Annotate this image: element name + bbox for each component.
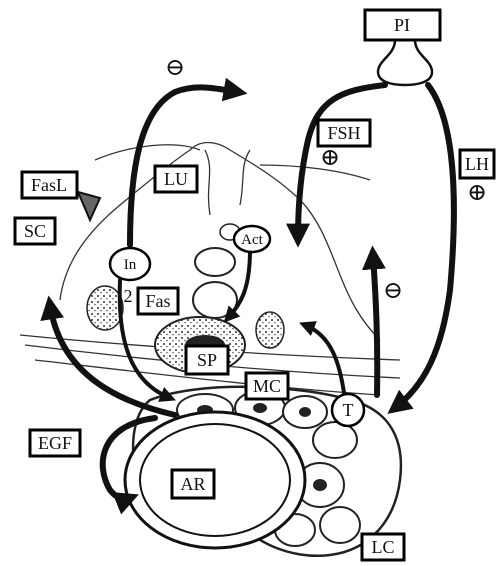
germ-cell [87, 286, 123, 330]
label-sc: SC [15, 218, 55, 244]
label-fasl: FasL [22, 172, 77, 198]
label-act: Act [234, 226, 270, 252]
leydig-cell [313, 422, 357, 458]
label-lu: LU [155, 166, 197, 192]
label-lu-text: LU [164, 169, 188, 189]
inhibition-symbol-top: ⊖ [165, 55, 185, 81]
label-pi-text: PI [394, 15, 410, 35]
arrow-t-to-tubule [305, 325, 345, 400]
inhibition-symbol-t: ⊖ [383, 278, 403, 304]
label-fas-text: Fas [145, 291, 170, 311]
label-lh: LH [460, 150, 494, 178]
germ-cell [256, 312, 284, 348]
label-sc-text: SC [24, 221, 46, 241]
stimulation-symbol-fsh: ⊕ [320, 145, 340, 171]
label-egf-text: EGF [38, 433, 72, 453]
label-pi: PI [365, 10, 440, 40]
sperm-tail [205, 150, 210, 215]
arrow-lh-to-leydig [395, 85, 454, 408]
arrow-testosterone-feedback [373, 255, 377, 395]
label-ar: AR [172, 470, 214, 498]
pituitary-stalk [378, 40, 432, 85]
label-ar-text: AR [180, 474, 205, 494]
leydig-cell [320, 507, 360, 543]
label-in-text: In [124, 257, 137, 273]
leydig-nucleus [299, 407, 311, 417]
leydig-nucleus [253, 403, 267, 413]
stimulation-symbol-lh: ⊕ [467, 180, 487, 206]
label-lc: LC [362, 534, 404, 560]
label-fasl-text: FasL [31, 175, 67, 195]
label-fas: Fas [138, 288, 178, 314]
leydig-nucleus [313, 479, 327, 491]
label-lh-text: LH [465, 154, 489, 174]
fasl-wedge [78, 192, 100, 220]
label-lc-text: LC [371, 537, 394, 557]
label-t-text: T [343, 400, 354, 420]
label-t: T [332, 394, 364, 426]
label-mc: MC [246, 373, 288, 399]
label-sp-text: SP [197, 350, 217, 370]
sperm-tail [240, 150, 250, 205]
spermatocyte [195, 248, 235, 276]
label-egf: EGF [30, 430, 80, 456]
label-act-text: Act [241, 232, 263, 248]
label-2: 2 [124, 286, 133, 306]
label-in: In [110, 248, 150, 280]
arrow-fsh-to-sertoli [298, 85, 385, 238]
label-mc-text: MC [253, 376, 281, 396]
label-sp: SP [186, 346, 228, 374]
label-fsh-text: FSH [327, 123, 360, 143]
label-fsh: FSH [318, 120, 370, 146]
